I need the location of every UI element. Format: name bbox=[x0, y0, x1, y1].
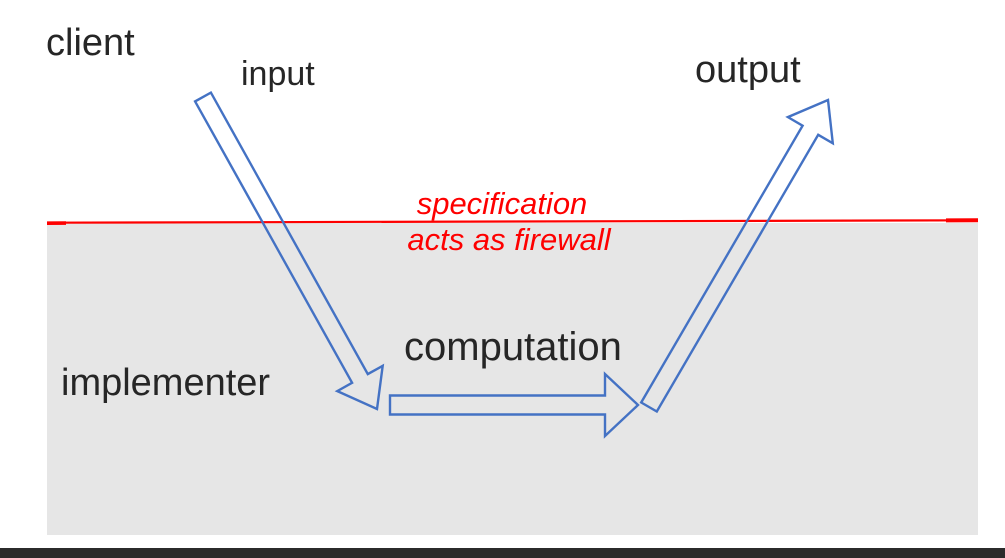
output-arrow-icon bbox=[639, 98, 835, 414]
specification-label-line1: specification bbox=[416, 186, 588, 221]
specification-label-line2: acts as firewall bbox=[407, 222, 611, 257]
implementer-region bbox=[47, 223, 978, 535]
firewall-line bbox=[46, 219, 979, 224]
input-arrow-icon bbox=[193, 90, 385, 411]
bottom-bar bbox=[0, 548, 1005, 558]
output-label: output bbox=[695, 49, 801, 91]
input-label: input bbox=[241, 55, 315, 93]
client-label: client bbox=[46, 22, 135, 64]
computation-arrow-icon bbox=[388, 371, 640, 439]
computation-label: computation bbox=[404, 325, 622, 369]
implementer-label: implementer bbox=[61, 362, 271, 404]
